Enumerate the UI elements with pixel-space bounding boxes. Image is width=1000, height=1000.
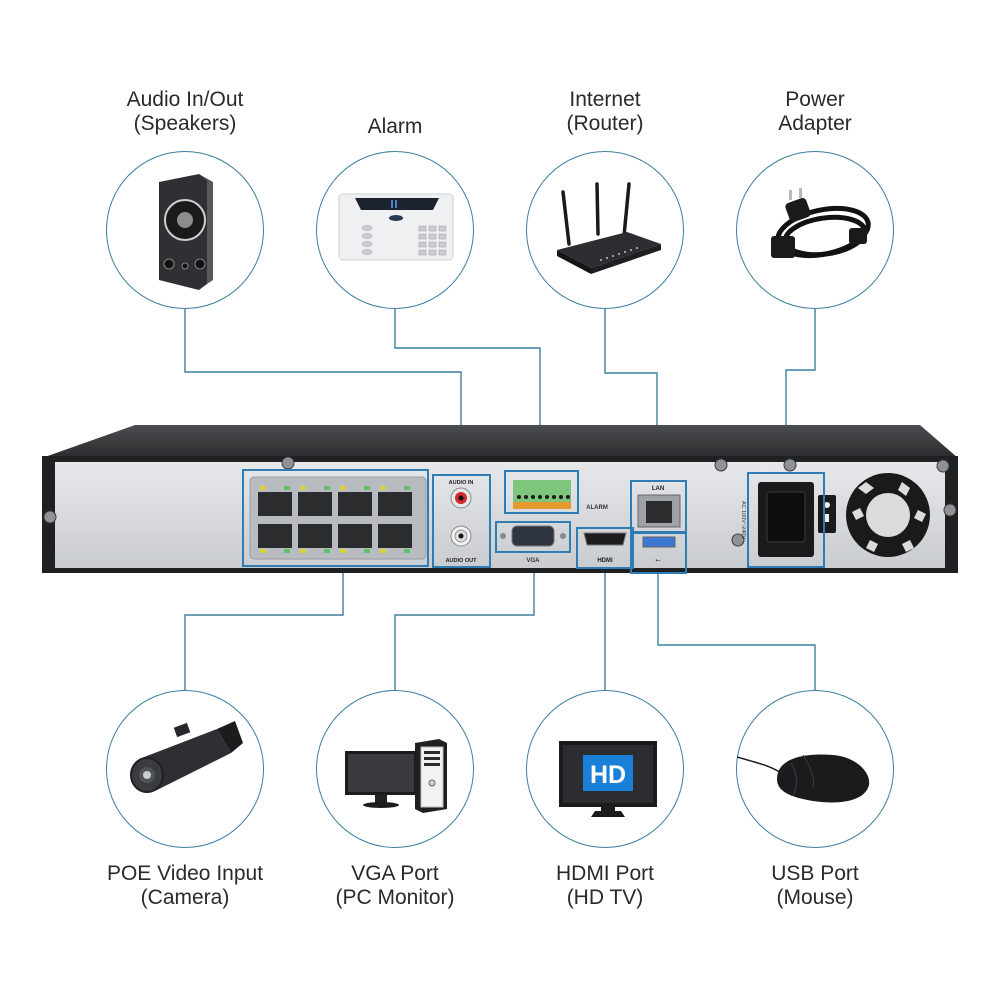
- hdmi-port: HDMI: [583, 532, 627, 564]
- usb-port: ⭠: [642, 536, 676, 564]
- speakers-label-line1: Audio In/Out: [126, 88, 244, 111]
- connector-alarm: [394, 309, 541, 470]
- power-highlight-box: [747, 472, 825, 568]
- power-inlet: [758, 482, 836, 557]
- bullet-camera-icon: [130, 721, 243, 793]
- hd-tv-icon: HD: [559, 741, 657, 817]
- pc-circle: [316, 690, 474, 848]
- poe-highlight-box: [242, 469, 429, 567]
- vga-highlight-box: [495, 521, 571, 553]
- connector-camera: [184, 568, 344, 690]
- power-rating-label: AC 100V~240V: [740, 501, 746, 539]
- tv-label-line1: HDMI Port: [555, 862, 654, 885]
- alarm-label-title: Alarm: [285, 115, 505, 139]
- pc-label-line1: VGA Port: [351, 862, 439, 885]
- pc-monitor-icon: [345, 739, 447, 813]
- nvr-top-cover: [42, 425, 958, 458]
- pc-label: VGA Port (PC Monitor): [285, 862, 505, 910]
- power-label: Power Adapter: [705, 88, 925, 136]
- mouse-label: USB Port (Mouse): [705, 862, 925, 910]
- camera-circle: [106, 690, 264, 848]
- hd-badge-text: HD: [590, 761, 626, 789]
- power-cord-icon: [771, 188, 871, 259]
- tv-label-line2: (HD TV): [566, 886, 644, 909]
- audio-highlight-box: [432, 474, 491, 568]
- lan-label: LAN: [652, 486, 664, 492]
- audio-ports: AUDIO IN AUDIO OUT: [446, 480, 478, 564]
- alarm-label: ALARM: [586, 505, 608, 511]
- mouse-label-line1: USB Port: [771, 862, 859, 885]
- pc-label-line2: (PC Monitor): [335, 886, 455, 909]
- speakers-circle: [106, 151, 264, 309]
- camera-label: POE Video Input (Camera): [75, 862, 295, 910]
- speakers-label-line2: (Speakers): [133, 112, 237, 135]
- camera-label-line2: (Camera): [140, 886, 230, 909]
- speakers-label: Audio In/Out (Speakers): [75, 88, 295, 136]
- router-icon: [557, 182, 661, 274]
- alarm-label-line1: Alarm: [367, 115, 423, 138]
- screw-icon: [43, 456, 957, 547]
- router-label-line1: Internet: [569, 88, 641, 111]
- lan-port: LAN: [637, 486, 681, 528]
- router-label-line2: (Router): [566, 112, 644, 135]
- hdmi-highlight-box: [576, 527, 634, 569]
- hdmi-label: HDMI: [597, 558, 613, 564]
- tv-label: HDMI Port (HD TV): [495, 862, 715, 910]
- usb-symbol: ⭠: [655, 556, 661, 564]
- tv-circle: HD: [526, 690, 684, 848]
- usb-highlight-box: [630, 532, 687, 574]
- audio-out-label: AUDIO OUT: [446, 558, 478, 564]
- mouse-label-line2: (Mouse): [776, 886, 854, 909]
- speaker-icon: [159, 174, 213, 290]
- connector-power: [785, 309, 816, 470]
- vga-port: VGA: [500, 525, 566, 564]
- alarm-terminal: ALARM: [513, 480, 608, 511]
- poe-ports: [249, 476, 427, 560]
- router-label: Internet (Router): [495, 88, 715, 136]
- connector-pc: [394, 552, 535, 690]
- audio-in-label: AUDIO IN: [449, 480, 474, 486]
- alarm-circle: [316, 151, 474, 309]
- power-label-line1: Power: [785, 88, 845, 111]
- power-circle: [736, 151, 894, 309]
- camera-label-line1: POE Video Input: [106, 862, 264, 885]
- alarm-highlight-box-full: [504, 470, 579, 514]
- connector-mouse: [657, 572, 816, 690]
- mouse-circle: [736, 690, 894, 848]
- mouse-icon: [736, 754, 870, 803]
- vga-label: VGA: [526, 558, 540, 564]
- power-label-line2: Adapter: [778, 112, 852, 135]
- alarm-keypad-icon: [338, 193, 454, 261]
- router-circle: [526, 151, 684, 309]
- fan-grille: [846, 473, 930, 557]
